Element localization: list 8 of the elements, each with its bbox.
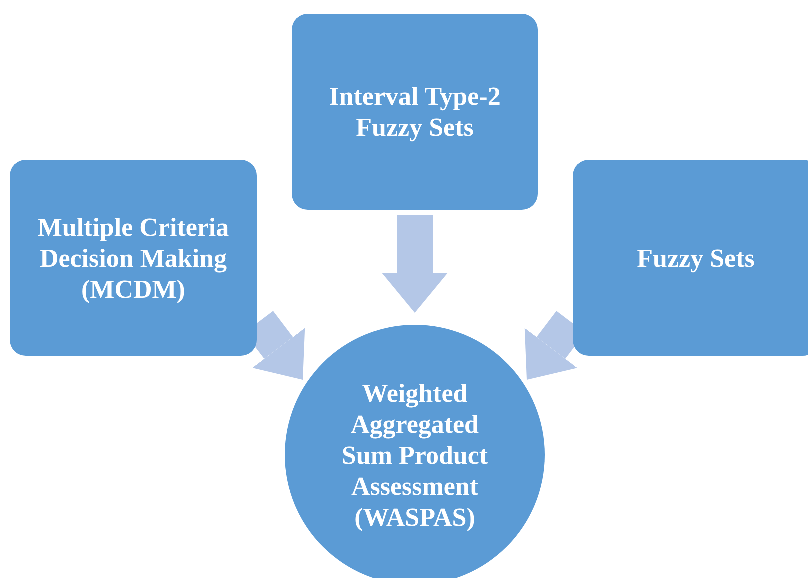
rounded-box <box>10 160 257 356</box>
block-arrow <box>382 215 448 313</box>
node-label: Fuzzy Sets <box>637 242 755 274</box>
rounded-box <box>573 160 808 356</box>
rounded-box <box>292 14 538 210</box>
node-label: Weighted Aggregated Sum Product Assessment (WASPAS) <box>340 378 490 532</box>
node-label: Multiple Criteria Decision Making (MCDM) <box>36 212 230 304</box>
node-label: Interval Type-2 Fuzzy Sets <box>328 81 502 143</box>
